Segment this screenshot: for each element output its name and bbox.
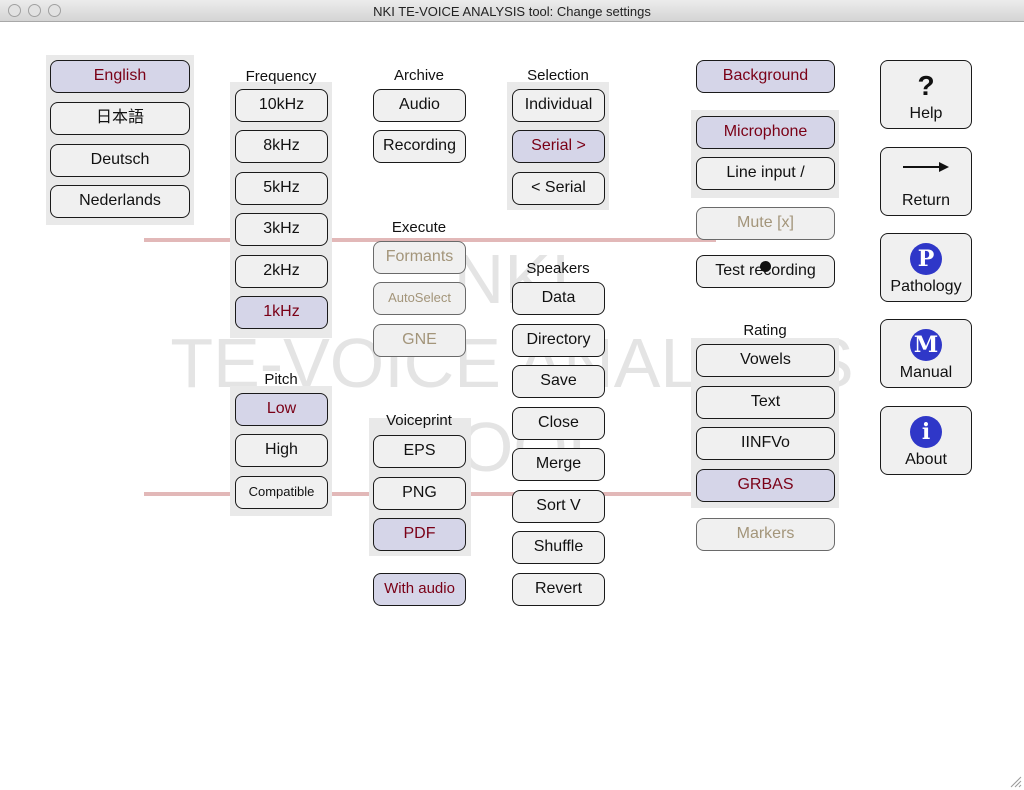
frequency-header: Frequency bbox=[245, 68, 317, 85]
pathology-label: Pathology bbox=[890, 278, 962, 295]
speakers-header: Speakers bbox=[526, 260, 590, 277]
zoom-window-button[interactable] bbox=[48, 4, 61, 17]
about-label: About bbox=[905, 451, 947, 468]
language-nederlands-button[interactable]: Nederlands bbox=[50, 185, 190, 218]
pathology-button[interactable]: P Pathology bbox=[880, 233, 972, 302]
archive-recording-button[interactable]: Recording bbox=[373, 130, 466, 163]
execute-header: Execute bbox=[391, 219, 447, 236]
frequency-1khz-button[interactable]: 1kHz bbox=[235, 296, 328, 329]
speakers-revert-button[interactable]: Revert bbox=[512, 573, 605, 606]
arrow-right-icon bbox=[903, 162, 949, 172]
question-mark-icon: ? bbox=[917, 70, 935, 101]
resize-grip-icon[interactable] bbox=[1008, 774, 1022, 788]
selection-header: Selection bbox=[527, 67, 589, 84]
manual-m-icon: M bbox=[910, 329, 942, 361]
title-bar: NKI TE-VOICE ANALYSIS tool: Change setti… bbox=[0, 0, 1024, 22]
close-window-button[interactable] bbox=[8, 4, 21, 17]
info-icon: i bbox=[910, 416, 942, 448]
return-label: Return bbox=[901, 192, 951, 209]
rating-text-button[interactable]: Text bbox=[696, 386, 835, 419]
rating-grbas-button[interactable]: GRBAS bbox=[696, 469, 835, 502]
rating-iinfvo-button[interactable]: IINFVo bbox=[696, 427, 835, 460]
voiceprint-header: Voiceprint bbox=[386, 412, 452, 429]
voiceprint-pdf-button[interactable]: PDF bbox=[373, 518, 466, 551]
execute-formants-button[interactable]: Formants bbox=[373, 241, 466, 274]
language-english-button[interactable]: English bbox=[50, 60, 190, 93]
mute-button[interactable]: Mute [x] bbox=[696, 207, 835, 240]
rating-header: Rating bbox=[743, 322, 787, 339]
execute-gne-button[interactable]: GNE bbox=[373, 324, 466, 357]
minimize-window-button[interactable] bbox=[28, 4, 41, 17]
about-button[interactable]: i About bbox=[880, 406, 972, 475]
frequency-8khz-button[interactable]: 8kHz bbox=[235, 130, 328, 163]
frequency-3khz-button[interactable]: 3kHz bbox=[235, 213, 328, 246]
language-deutsch-button[interactable]: Deutsch bbox=[50, 144, 190, 177]
help-button[interactable]: ? Help bbox=[880, 60, 972, 129]
selection-individual-button[interactable]: Individual bbox=[512, 89, 605, 122]
manual-button[interactable]: M Manual bbox=[880, 319, 972, 388]
selection-serial-forward-button[interactable]: Serial > bbox=[512, 130, 605, 163]
frequency-2khz-button[interactable]: 2kHz bbox=[235, 255, 328, 288]
speakers-save-button[interactable]: Save bbox=[512, 365, 605, 398]
speakers-sort-button[interactable]: Sort V bbox=[512, 490, 605, 523]
execute-autoselect-button[interactable]: AutoSelect bbox=[373, 282, 466, 315]
frequency-10khz-button[interactable]: 10kHz bbox=[235, 89, 328, 122]
voiceprint-eps-button[interactable]: EPS bbox=[373, 435, 466, 468]
frequency-5khz-button[interactable]: 5kHz bbox=[235, 172, 328, 205]
speakers-close-button[interactable]: Close bbox=[512, 407, 605, 440]
archive-audio-button[interactable]: Audio bbox=[373, 89, 466, 122]
pitch-low-button[interactable]: Low bbox=[235, 393, 328, 426]
return-button[interactable]: Return bbox=[880, 147, 972, 216]
archive-header: Archive bbox=[393, 67, 445, 84]
pitch-compatible-button[interactable]: Compatible bbox=[235, 476, 328, 509]
speakers-merge-button[interactable]: Merge bbox=[512, 448, 605, 481]
selection-serial-back-button[interactable]: < Serial bbox=[512, 172, 605, 205]
rating-vowels-button[interactable]: Vowels bbox=[696, 344, 835, 377]
pitch-header: Pitch bbox=[264, 371, 298, 388]
settings-canvas: NKI TE-VOICE ANALYSIS TOOL English 日本語 D… bbox=[0, 22, 1024, 790]
window-title: NKI TE-VOICE ANALYSIS tool: Change setti… bbox=[373, 4, 651, 19]
manual-label: Manual bbox=[899, 364, 953, 381]
background-button[interactable]: Background bbox=[696, 60, 835, 93]
microphone-button[interactable]: Microphone bbox=[696, 116, 835, 149]
pathology-p-icon: P bbox=[910, 243, 942, 275]
help-label: Help bbox=[909, 105, 943, 122]
record-dot-icon bbox=[760, 261, 771, 272]
language-japanese-button[interactable]: 日本語 bbox=[50, 102, 190, 135]
speakers-directory-button[interactable]: Directory bbox=[512, 324, 605, 357]
pitch-high-button[interactable]: High bbox=[235, 434, 328, 467]
speakers-shuffle-button[interactable]: Shuffle bbox=[512, 531, 605, 564]
guide-line-upper bbox=[144, 238, 716, 242]
line-input-button[interactable]: Line input / bbox=[696, 157, 835, 190]
speakers-data-button[interactable]: Data bbox=[512, 282, 605, 315]
with-audio-button[interactable]: With audio bbox=[373, 573, 466, 606]
markers-button[interactable]: Markers bbox=[696, 518, 835, 551]
frequency-panel bbox=[230, 82, 332, 338]
voiceprint-png-button[interactable]: PNG bbox=[373, 477, 466, 510]
